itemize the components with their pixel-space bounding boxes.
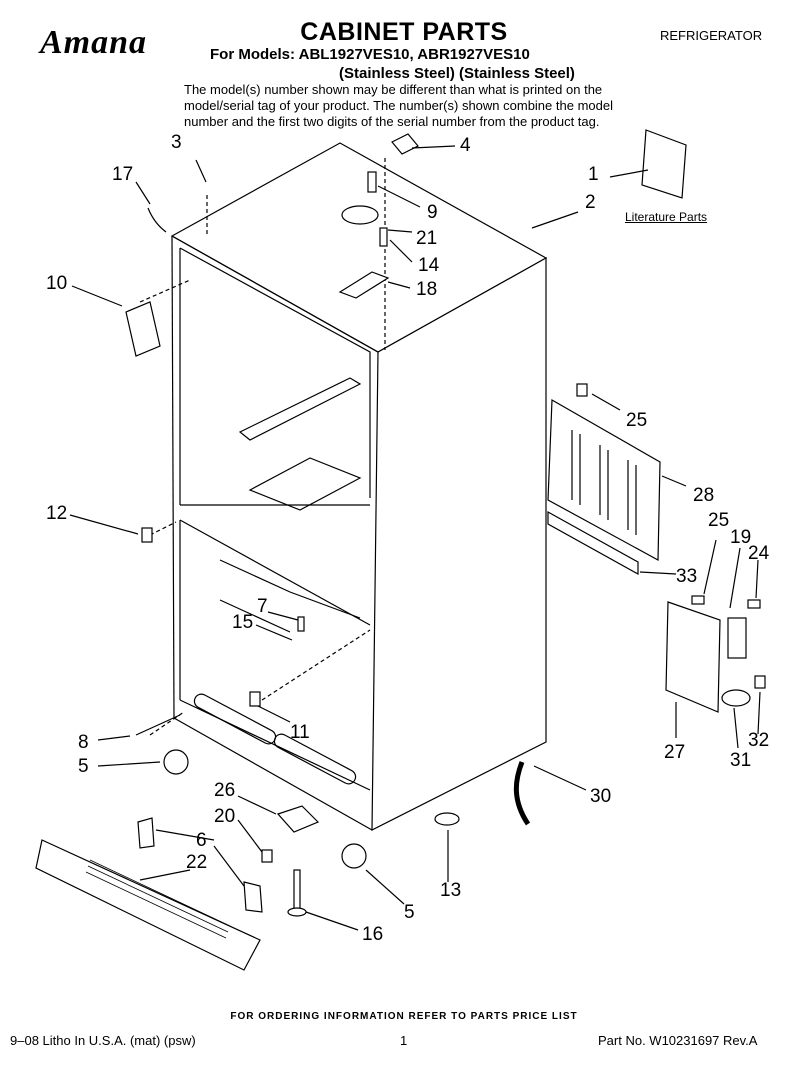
part-18-bracket <box>338 271 390 299</box>
callout-31: 31 <box>730 750 752 771</box>
callout-20: 20 <box>214 806 236 827</box>
cabinet-side <box>371 256 547 831</box>
callout-7: 7 <box>257 596 268 617</box>
callout-30: 30 <box>590 786 612 807</box>
caster-rear <box>341 843 367 869</box>
grille-slots <box>571 430 637 535</box>
part-24-clip <box>727 617 747 659</box>
callout-5-rear: 5 <box>404 902 415 923</box>
callout-14: 14 <box>418 255 440 276</box>
callout-17: 17 <box>112 164 134 185</box>
footer-part-number: Part No. W10231697 Rev.A <box>598 1033 758 1048</box>
callout-27: 27 <box>664 742 686 763</box>
callout-25-lower: 25 <box>708 510 730 531</box>
callout-15: 15 <box>232 612 254 633</box>
cabinet-front-left <box>171 235 175 719</box>
callout-10: 10 <box>46 273 68 294</box>
part-27-bracket <box>665 601 721 713</box>
callout-16: 16 <box>362 924 384 945</box>
callout-3: 3 <box>171 132 182 153</box>
part-31-clamp <box>721 689 751 707</box>
callout-5-front: 5 <box>78 756 89 777</box>
callout-22: 22 <box>186 852 208 873</box>
models-line-2: (Stainless Steel) (Stainless Steel) <box>339 65 575 82</box>
part-22-toe-grille <box>35 839 261 971</box>
callout-28: 28 <box>693 485 715 506</box>
brand-logo: Amana <box>40 24 148 61</box>
part-13-pad <box>434 812 460 826</box>
part-26-bracket <box>276 805 320 833</box>
callout-arrows <box>69 145 761 931</box>
screws <box>135 383 766 863</box>
part-17-tube <box>147 207 167 233</box>
callout-8: 8 <box>78 732 89 753</box>
callout-25-top: 25 <box>626 410 648 431</box>
callout-19: 19 <box>730 527 752 548</box>
callout-6: 6 <box>196 830 207 851</box>
callout-21: 21 <box>416 228 438 249</box>
callout-12: 12 <box>46 503 68 524</box>
footer-page-number: 1 <box>400 1033 408 1048</box>
callout-1: 1 <box>588 164 599 185</box>
callout-33: 33 <box>676 566 698 587</box>
literature-parts-label: Literature Parts <box>625 210 708 224</box>
part-33-strip <box>547 510 639 576</box>
literature-booklet <box>641 129 687 199</box>
callout-2: 2 <box>585 192 596 213</box>
part-6-clip-b <box>243 881 263 913</box>
caster-front <box>163 749 189 775</box>
part-10-module <box>125 301 161 357</box>
interior-shelf <box>238 377 362 441</box>
part-9-hinge <box>341 205 379 225</box>
callout-4: 4 <box>460 135 471 156</box>
callout-11: 11 <box>290 722 310 743</box>
part-28-grille <box>547 398 661 561</box>
category-label: REFRIGERATOR <box>660 28 763 43</box>
part-6-clip-a <box>137 817 155 849</box>
callout-26: 26 <box>214 780 236 801</box>
callout-9: 9 <box>427 202 438 223</box>
model-note: The model(s) number shown may be differe… <box>184 82 613 129</box>
callout-13: 13 <box>440 880 462 901</box>
callout-24: 24 <box>748 543 770 564</box>
part-30-drain-tube <box>513 761 531 826</box>
page-title: CABINET PARTS <box>300 18 508 46</box>
footer-print-info: 9–08 Litho In U.S.A. (mat) (psw) <box>10 1033 196 1048</box>
callout-18: 18 <box>416 279 438 300</box>
models-line-1: For Models: ABL1927VES10, ABR1927VES10 <box>210 46 530 63</box>
part-16-leg <box>293 869 301 911</box>
part-4-label <box>391 133 419 155</box>
callout-32: 32 <box>748 730 770 751</box>
ordering-info: FOR ORDERING INFORMATION REFER TO PARTS … <box>230 1011 578 1022</box>
